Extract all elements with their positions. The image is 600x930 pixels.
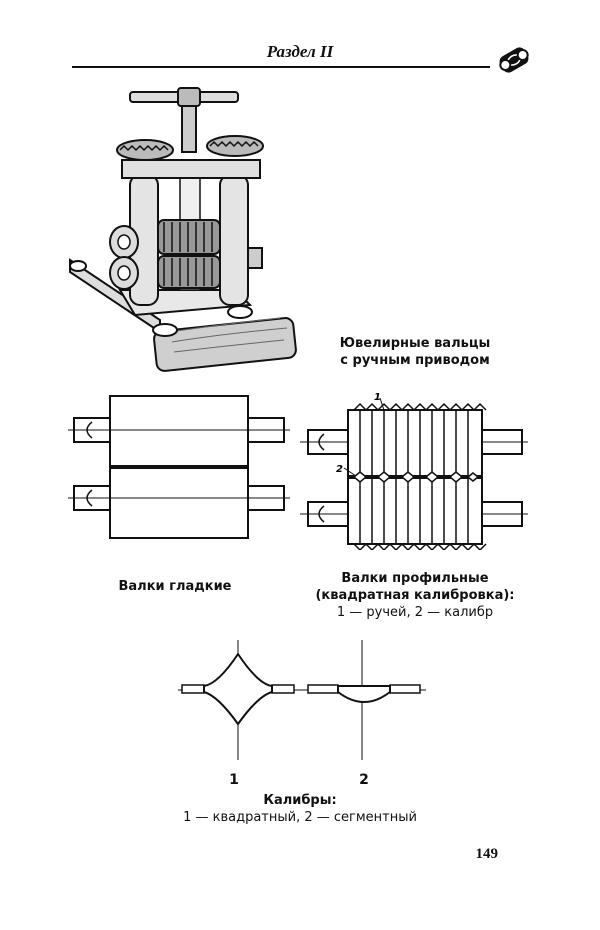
- scroll-emblem-icon: [499, 47, 529, 73]
- rolling-mill-caption: Ювелирные вальцы с ручным приводом: [339, 336, 491, 368]
- profile-rolls-caption: Валки профильные (квадратная калибровка)…: [315, 571, 515, 620]
- calibers-caption: Калибры: 1 — квадратный, 2 — сегментный: [183, 793, 417, 825]
- caliber-label-1: 1: [229, 772, 239, 788]
- segment-caliber-drawing: [306, 640, 426, 760]
- page-number: 149: [475, 846, 499, 862]
- caliber-label-2: 2: [359, 772, 369, 788]
- header-rule: [72, 66, 490, 68]
- profile-rolls-drawing: 1 2: [300, 392, 528, 550]
- smooth-rolls-caption: Валки гладкие: [118, 579, 232, 594]
- marker-caliber: 2: [336, 464, 343, 475]
- square-caliber-drawing: [178, 640, 306, 760]
- marker-groove: 1: [374, 392, 381, 403]
- rolling-mill-illustration: [69, 87, 297, 372]
- smooth-rolls-drawing: [68, 395, 290, 539]
- section-title: Раздел II: [266, 42, 334, 61]
